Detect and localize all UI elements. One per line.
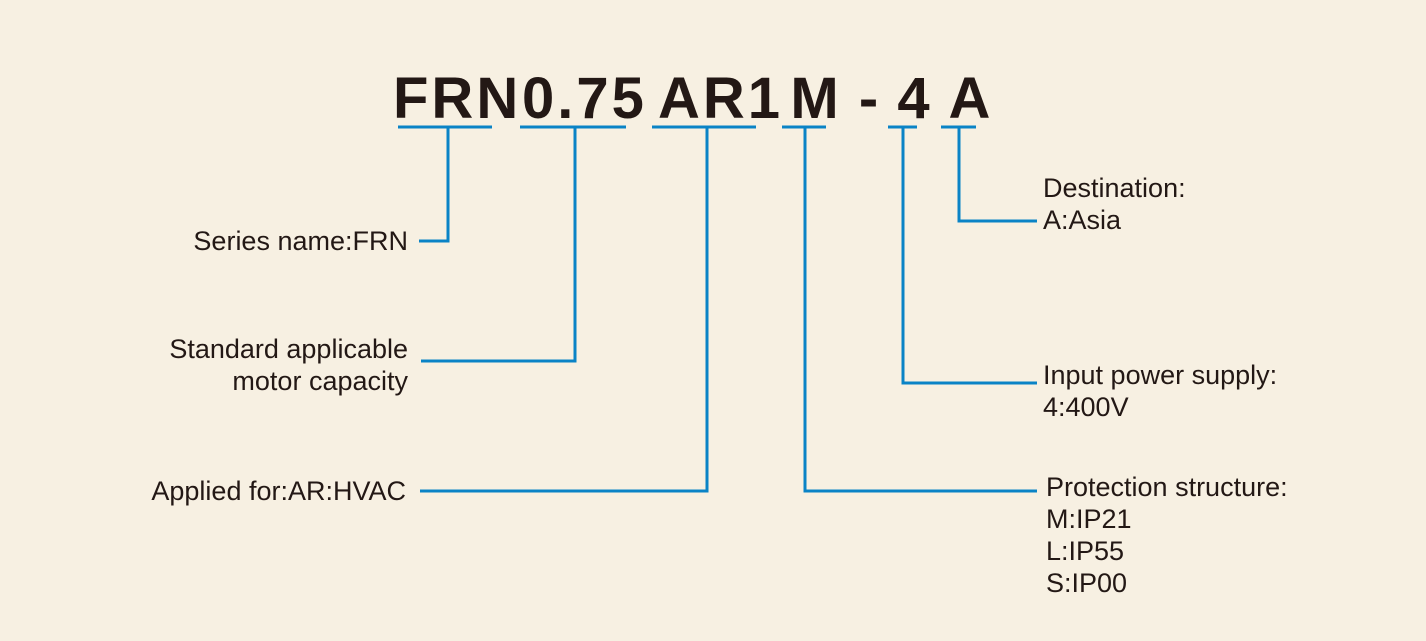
label-application: Applied for:AR:HVAC — [151, 475, 406, 507]
leader-destination — [957, 127, 1037, 223]
label-capacity: Standard applicable motor capacity — [169, 333, 408, 397]
code-hyphen: - — [858, 66, 882, 131]
code-destination: A — [948, 66, 994, 131]
code-power: 4 — [897, 66, 933, 131]
label-destination-line-2: A:Asia — [1043, 205, 1122, 235]
label-series-line-1: Series name:FRN — [193, 226, 408, 256]
label-protection-line-1: Protection structure: — [1046, 472, 1288, 502]
label-protection-line-4: S:IP00 — [1046, 568, 1128, 598]
code-series: FRN — [393, 66, 522, 131]
label-capacity-line-1: Standard applicable — [169, 334, 408, 364]
label-destination: Destination: A:Asia — [1043, 172, 1186, 236]
label-series: Series name:FRN — [193, 225, 408, 257]
leader-protection — [803, 127, 1037, 493]
code-capacity: 0.75 — [522, 66, 647, 131]
label-protection: Protection structure: M:IP21 L:IP55 S:IP… — [1046, 471, 1288, 599]
leader-power — [901, 127, 1037, 385]
code-protection: M — [790, 66, 842, 131]
leader-application — [420, 127, 709, 493]
label-capacity-line-2: motor capacity — [232, 366, 408, 396]
leader-capacity — [421, 127, 577, 363]
label-power-line-1: Input power supply: — [1043, 360, 1278, 390]
code-application: AR1 — [658, 66, 784, 131]
leader-series — [419, 127, 450, 243]
label-protection-line-2: M:IP21 — [1046, 504, 1132, 534]
label-power-line-2: 4:400V — [1043, 392, 1129, 422]
label-destination-line-1: Destination: — [1043, 173, 1186, 203]
label-power: Input power supply: 4:400V — [1043, 359, 1277, 423]
label-application-line-1: Applied for:AR:HVAC — [151, 476, 406, 506]
label-protection-line-3: L:IP55 — [1046, 536, 1125, 566]
